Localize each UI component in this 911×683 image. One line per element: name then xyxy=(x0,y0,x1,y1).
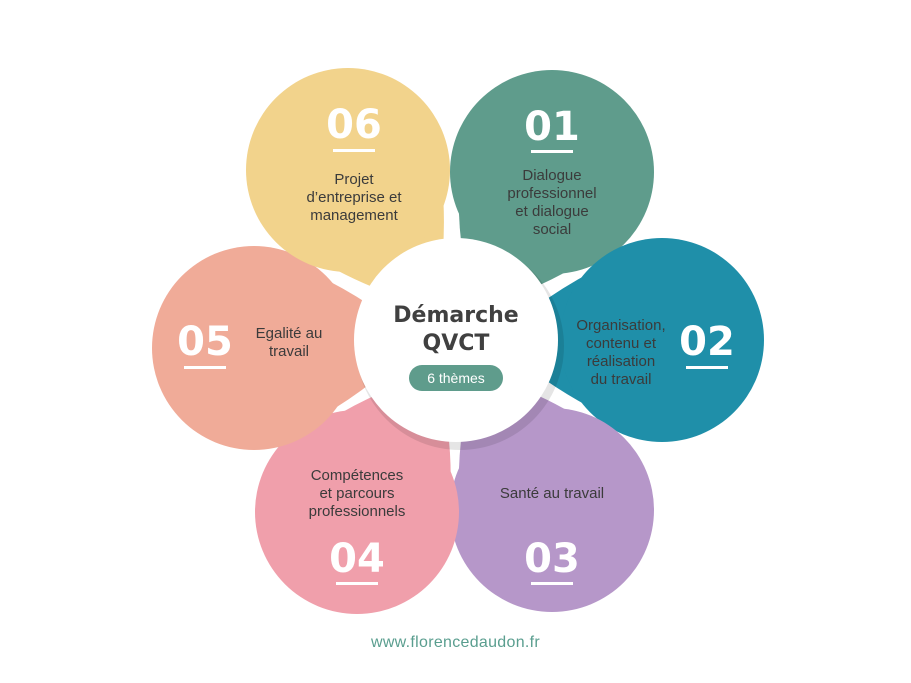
petal-number-02: 02 xyxy=(679,319,735,365)
themes-badge-label: 6 thèmes xyxy=(427,370,485,386)
petal-label-line: professionnel xyxy=(507,185,596,202)
petal-number-underline xyxy=(531,582,573,585)
petal-label-line: et parcours xyxy=(319,485,394,502)
petal-label-line: management xyxy=(310,207,398,224)
center-title-line: QVCT xyxy=(423,331,490,356)
petal-number-underline xyxy=(184,366,226,369)
petal-circle-01 xyxy=(450,70,654,274)
petal-number-05: 05 xyxy=(177,319,233,365)
petal-label-line: travail xyxy=(269,343,309,360)
petal-circle-03 xyxy=(450,408,654,612)
petal-number-underline xyxy=(531,150,573,153)
petal-number-01: 01 xyxy=(524,104,580,150)
petal-number-04: 04 xyxy=(329,536,385,582)
petal-label-line: Egalité au xyxy=(256,325,323,342)
petal-number-underline xyxy=(686,366,728,369)
petal-label-line: social xyxy=(533,221,571,238)
petal-circle-06 xyxy=(246,68,450,272)
footer-url: www.florencedaudon.fr xyxy=(370,634,541,651)
petal-label-line: Organisation, xyxy=(576,317,665,334)
petal-label-line: du travail xyxy=(591,371,652,388)
petal-label-line: contenu et xyxy=(586,335,657,352)
petal-number-06: 06 xyxy=(326,102,382,148)
petal-number-03: 03 xyxy=(524,536,580,582)
themes-badge xyxy=(409,365,503,391)
petal-label-line: Dialogue xyxy=(522,167,581,184)
petal-number-underline xyxy=(336,582,378,585)
petal-label-line: et dialogue xyxy=(515,203,588,220)
petal-label-line: professionnels xyxy=(309,503,406,520)
petal-circle-05 xyxy=(152,246,356,450)
petal-label-line: d’entreprise et xyxy=(306,189,402,206)
petal-label-line: Projet xyxy=(334,171,374,188)
petal-circle-04 xyxy=(255,410,459,614)
petal-number-underline xyxy=(333,149,375,152)
petal-circle-02 xyxy=(560,238,764,442)
petal-label-line: Santé au travail xyxy=(500,485,604,502)
center-title-line: Démarche xyxy=(393,303,518,328)
petal-label-line: réalisation xyxy=(587,353,655,370)
petal-label-line: Compétences xyxy=(311,467,404,484)
center-circle xyxy=(354,238,558,442)
